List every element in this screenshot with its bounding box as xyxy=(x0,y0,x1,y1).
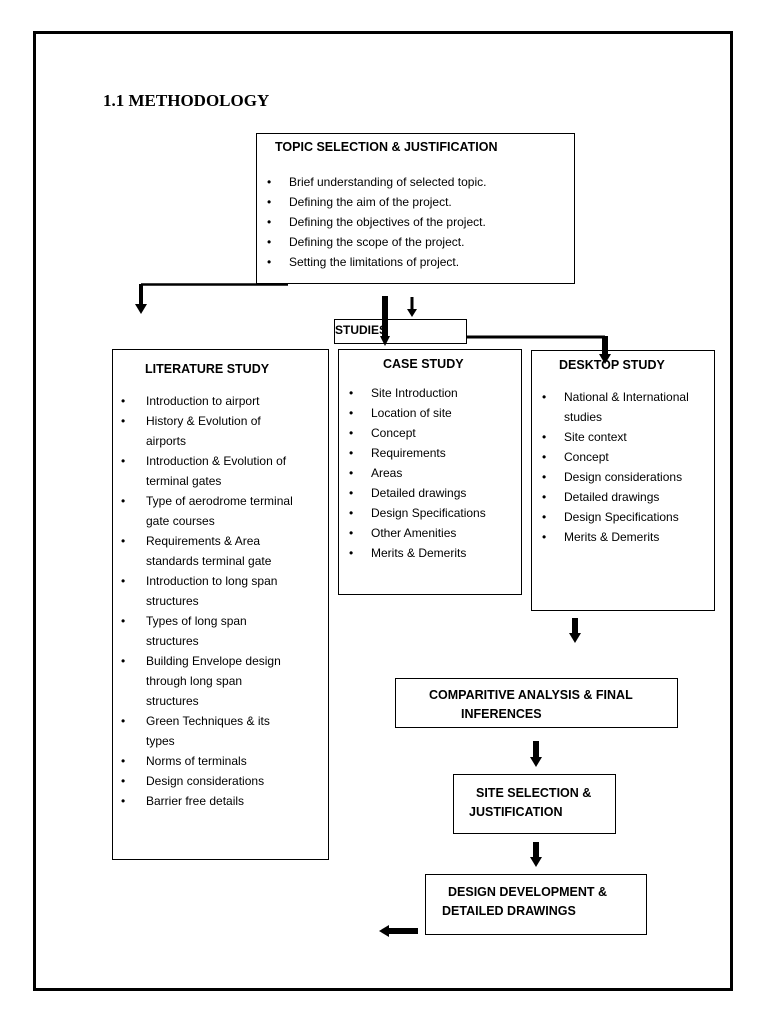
list-item: Detailed drawings xyxy=(341,483,521,503)
list-item: National & International studies xyxy=(534,387,712,427)
list-item: Areas xyxy=(341,463,521,483)
list-item: Site context xyxy=(534,427,712,447)
list-item: Green Techniques & its types xyxy=(113,711,293,751)
list-item: Defining the scope of the project. xyxy=(259,232,571,252)
list-item: Introduction to airport xyxy=(113,391,293,411)
list-item: Types of long span structures xyxy=(113,611,293,651)
list-item: Requirements xyxy=(341,443,521,463)
desktop-study-title: DESKTOP STUDY xyxy=(559,358,665,372)
list-item: Merits & Demerits xyxy=(534,527,712,547)
design-development-line1: DESIGN DEVELOPMENT & xyxy=(448,885,608,899)
site-selection-line2: JUSTIFICATION xyxy=(469,805,563,819)
list-item: Design Specifications xyxy=(534,507,712,527)
list-item: Setting the limitations of project. xyxy=(259,252,571,272)
case-study-list: Site IntroductionLocation of siteConcept… xyxy=(341,383,521,563)
list-item: History & Evolution of airports xyxy=(113,411,293,451)
list-item: Merits & Demerits xyxy=(341,543,521,563)
list-item: Requirements & Area standards terminal g… xyxy=(113,531,293,571)
literature-study-title: LITERATURE STUDY xyxy=(145,362,270,376)
topic-selection-list: Brief understanding of selected topic.De… xyxy=(259,172,571,272)
design-development-line2: DETAILED DRAWINGS xyxy=(442,904,576,918)
list-item: Building Envelope design through long sp… xyxy=(113,651,293,711)
list-item: Design considerations xyxy=(113,771,293,791)
case-study-box: CASE STUDY Site IntroductionLocation of … xyxy=(338,349,522,595)
desktop-study-list: National & International studiesSite con… xyxy=(534,387,712,547)
list-item: Barrier free details xyxy=(113,791,293,811)
topic-selection-box: TOPIC SELECTION & JUSTIFICATION Brief un… xyxy=(256,133,575,284)
topic-selection-title: TOPIC SELECTION & JUSTIFICATION xyxy=(275,140,498,154)
site-selection-line1: SITE SELECTION & xyxy=(476,786,592,800)
list-item: Norms of terminals xyxy=(113,751,293,771)
list-item: Concept xyxy=(534,447,712,467)
list-item: Introduction & Evolution of terminal gat… xyxy=(113,451,293,491)
site-selection-box: SITE SELECTION & JUSTIFICATION xyxy=(453,774,616,834)
list-item: Brief understanding of selected topic. xyxy=(259,172,571,192)
studies-label: STUDIES xyxy=(335,323,388,337)
page-frame xyxy=(33,31,733,991)
design-development-box: DESIGN DEVELOPMENT & DETAILED DRAWINGS xyxy=(425,874,647,935)
comparitive-analysis-line2: INFERENCES xyxy=(461,707,542,721)
comparitive-analysis-line1: COMPARITIVE ANALYSIS & FINAL xyxy=(429,688,633,702)
list-item: Design considerations xyxy=(534,467,712,487)
list-item: Defining the aim of the project. xyxy=(259,192,571,212)
literature-study-box: LITERATURE STUDY Introduction to airport… xyxy=(112,349,329,860)
list-item: Defining the objectives of the project. xyxy=(259,212,571,232)
list-item: Location of site xyxy=(341,403,521,423)
list-item: Design Specifications xyxy=(341,503,521,523)
page-title: 1.1 METHODOLOGY xyxy=(103,91,270,110)
list-item: Concept xyxy=(341,423,521,443)
list-item: Other Amenities xyxy=(341,523,521,543)
list-item: Site Introduction xyxy=(341,383,521,403)
studies-label-box: STUDIES xyxy=(334,319,467,344)
list-item: Introduction to long span structures xyxy=(113,571,293,611)
case-study-title: CASE STUDY xyxy=(383,357,464,371)
list-item: Type of aerodrome terminal gate courses xyxy=(113,491,293,531)
comparitive-analysis-box: COMPARITIVE ANALYSIS & FINAL INFERENCES xyxy=(395,678,678,728)
desktop-study-box: DESKTOP STUDY National & International s… xyxy=(531,350,715,611)
literature-study-list: Introduction to airportHistory & Evoluti… xyxy=(113,391,293,811)
list-item: Detailed drawings xyxy=(534,487,712,507)
